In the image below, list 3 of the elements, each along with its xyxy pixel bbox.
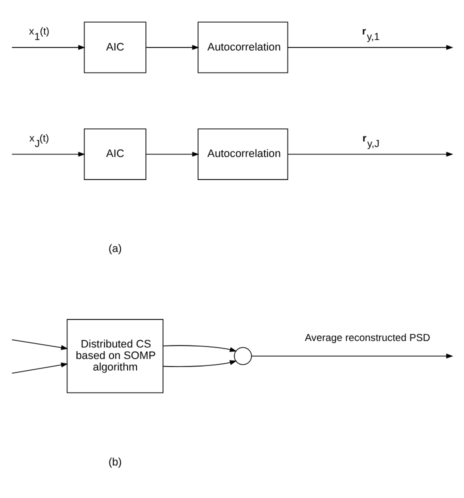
label: (b) [108,456,122,468]
edge-label: Average reconstructed PSD [304,332,430,344]
label: (a) [108,242,122,255]
